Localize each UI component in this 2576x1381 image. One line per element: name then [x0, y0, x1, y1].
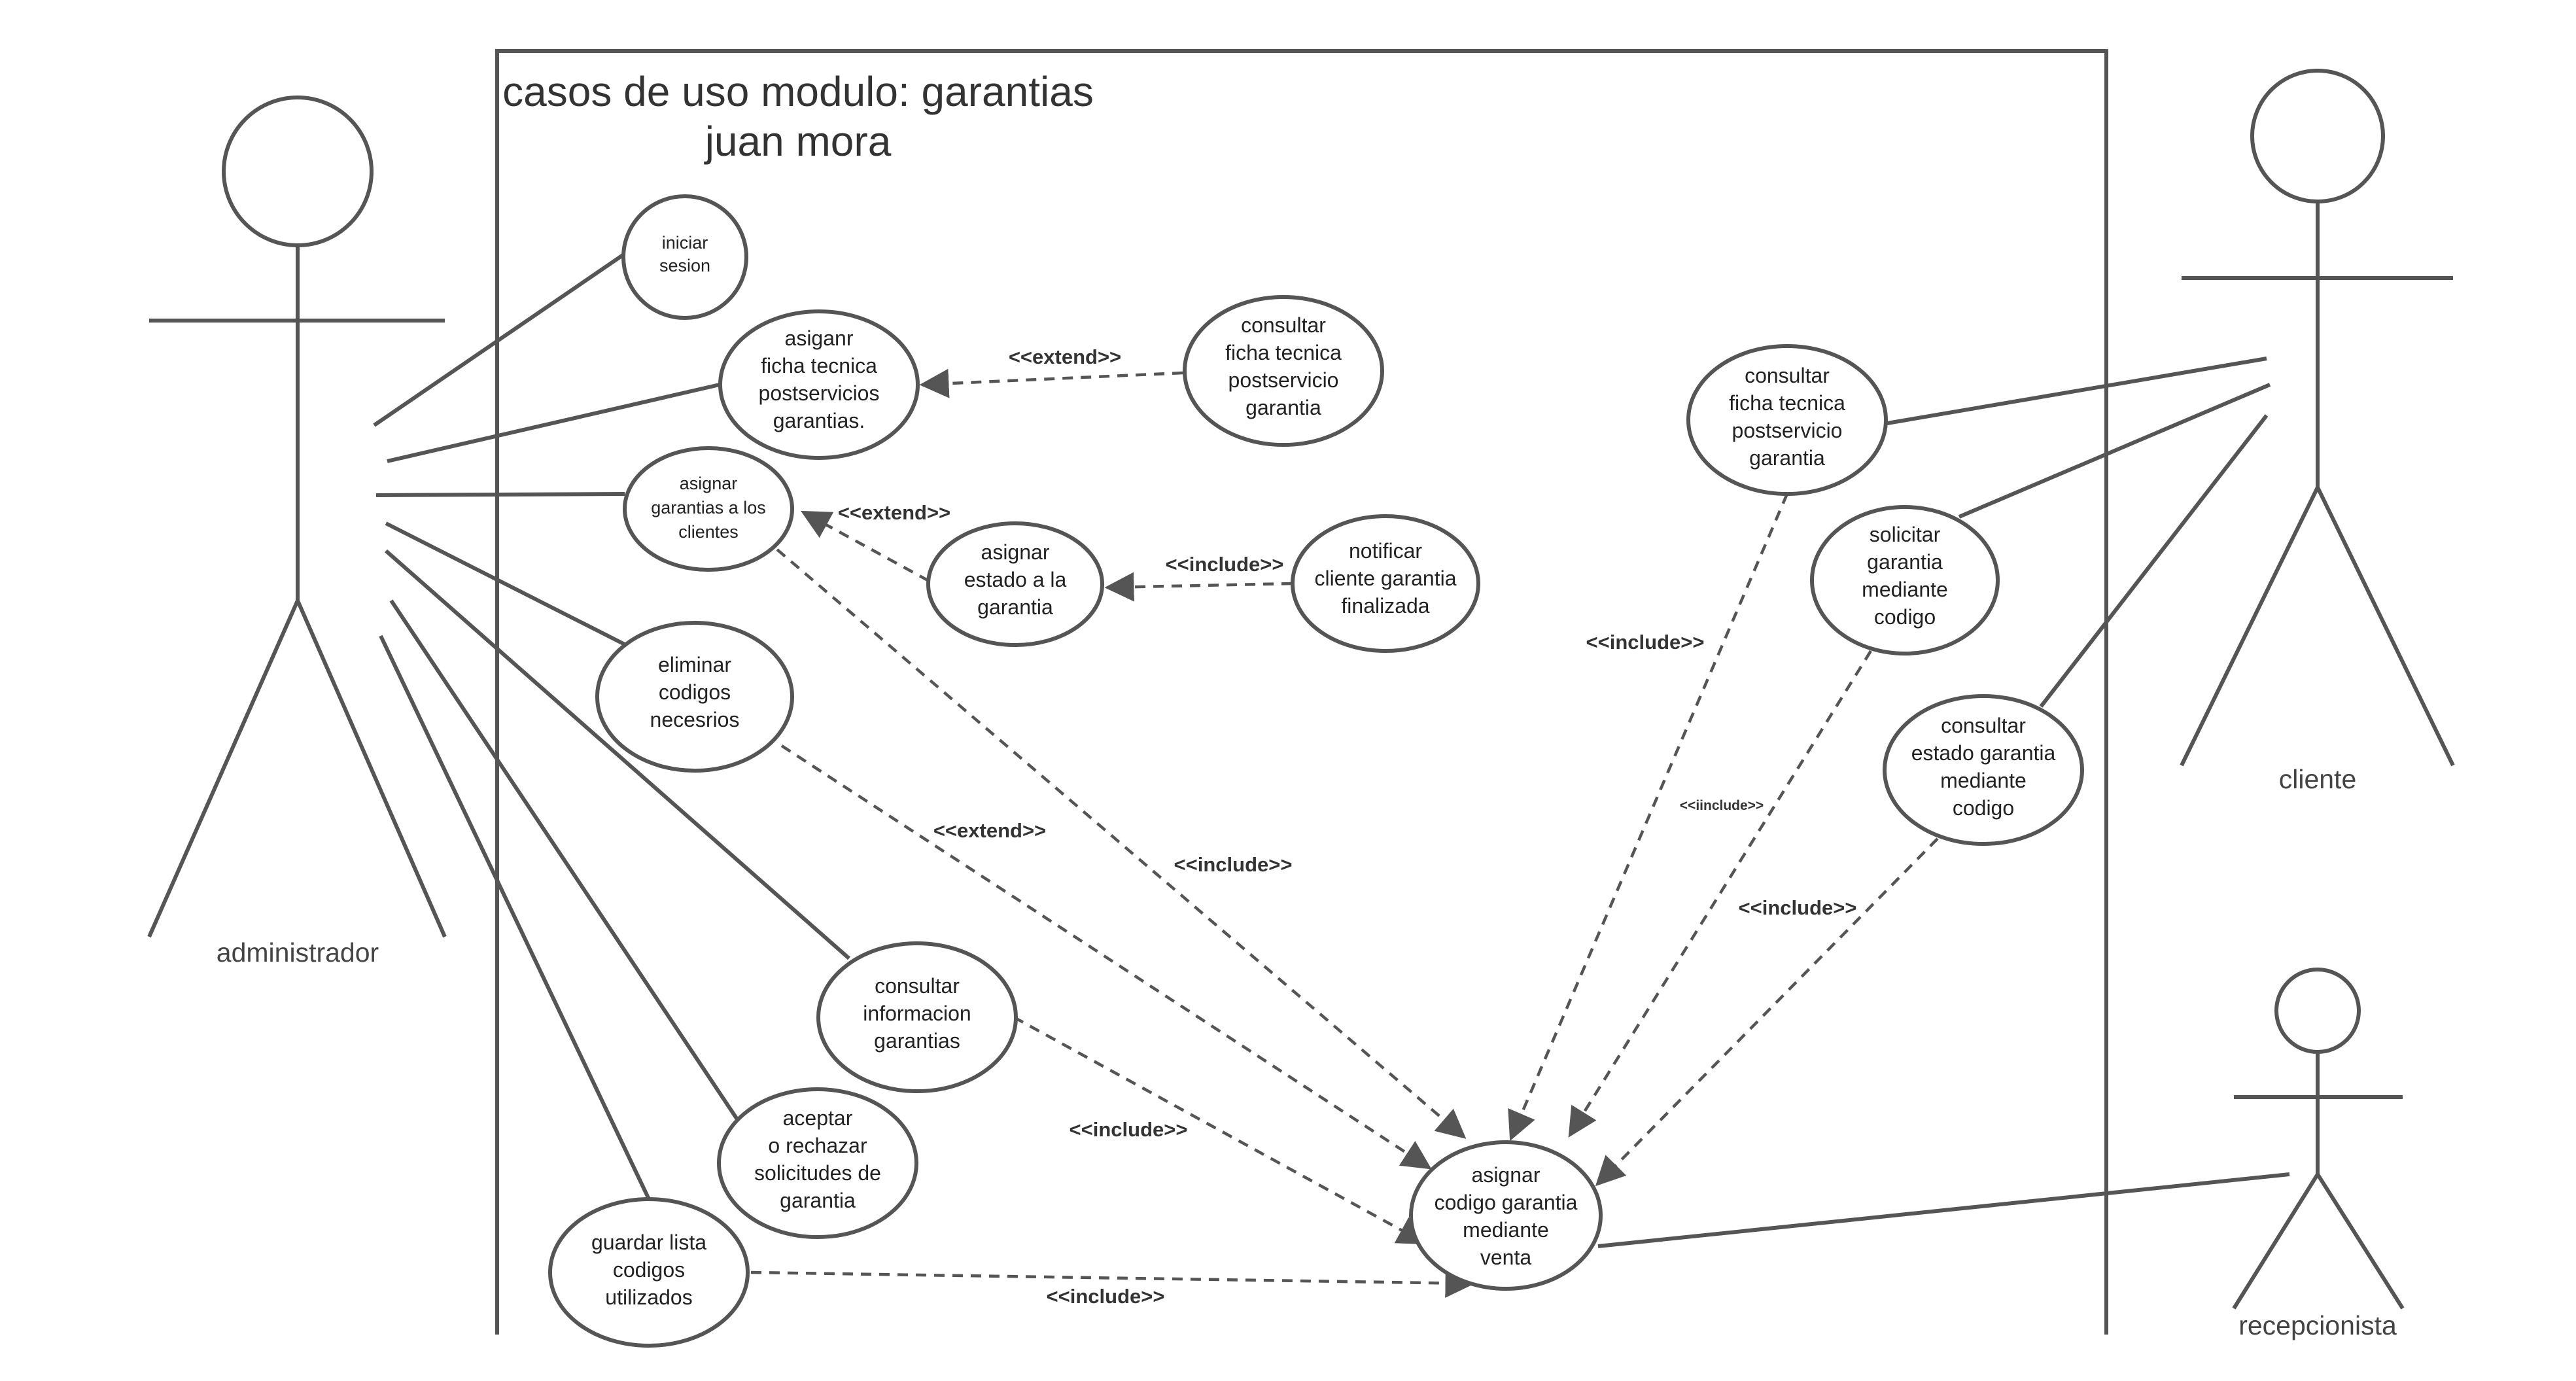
- relation-label-extend-eliminar: <<extend>>: [933, 819, 1046, 842]
- relation-label-include-guardar: <<include>>: [1047, 1285, 1165, 1308]
- svg-text:asignar: asignar: [1472, 1163, 1540, 1187]
- relation-label-extend-estado: <<extend>>: [838, 501, 950, 524]
- svg-text:codigos: codigos: [659, 680, 731, 704]
- system-boundary: [495, 49, 2108, 1335]
- svg-text:garantia: garantia: [1867, 550, 1943, 574]
- actor-cliente: cliente: [2180, 69, 2455, 794]
- svg-text:eliminar: eliminar: [658, 653, 731, 676]
- svg-text:garantias: garantias: [874, 1029, 960, 1053]
- svg-text:codigos: codigos: [613, 1258, 685, 1282]
- actor-administrador: administrador: [147, 96, 447, 968]
- svg-text:ficha tecnica: ficha tecnica: [1225, 341, 1342, 364]
- svg-text:codigo: codigo: [1874, 605, 1936, 629]
- use-case-consultar-informacion: consultar informacion garantias: [816, 941, 1018, 1093]
- svg-text:consultar: consultar: [875, 974, 960, 998]
- use-case-iniciar-sesion: iniciar sesion: [621, 194, 748, 320]
- svg-text:asignar: asignar: [680, 474, 738, 493]
- svg-text:consultar: consultar: [1241, 313, 1326, 337]
- cliente-associations: [1887, 357, 2271, 708]
- svg-text:venta: venta: [1480, 1246, 1531, 1269]
- svg-text:consultar: consultar: [1941, 714, 2026, 737]
- actor-label-administrador: administrador: [217, 937, 379, 968]
- use-case-eliminar-codigos: eliminar codigos necesrios: [595, 621, 794, 773]
- svg-text:garantia: garantia: [1245, 396, 1321, 419]
- relation-label-include-estado: <<include>>: [1739, 896, 1857, 919]
- svg-text:garantias.: garantias.: [773, 409, 865, 432]
- svg-text:estado garantia: estado garantia: [1911, 741, 2056, 765]
- svg-text:informacion: informacion: [863, 1002, 971, 1025]
- svg-text:postservicio: postservicio: [1228, 368, 1339, 392]
- relation-label-include-asignar-garantias: <<include>>: [1174, 853, 1293, 876]
- diagram-title: casos de uso modulo: garantias: [502, 68, 1094, 115]
- relation-label-include-consultar-info: <<include>>: [1070, 1118, 1188, 1141]
- svg-text:aceptar: aceptar: [783, 1106, 853, 1130]
- svg-text:o rechazar: o rechazar: [768, 1134, 867, 1157]
- relation-label-include-ficha-cliente: <<include>>: [1586, 631, 1705, 654]
- svg-text:ficha tecnica: ficha tecnica: [761, 354, 877, 377]
- svg-text:clientes: clientes: [678, 522, 739, 542]
- svg-text:mediante: mediante: [1940, 769, 2027, 792]
- actor-label-cliente: cliente: [2279, 764, 2357, 794]
- use-case-consultar-estado: consultar estado garantia mediante codig…: [1883, 694, 2084, 846]
- use-case-asignar-codigo-venta: asignar codigo garantia mediante venta: [1409, 1140, 1603, 1291]
- svg-text:notificar: notificar: [1349, 539, 1422, 563]
- svg-text:finalizada: finalizada: [1341, 594, 1429, 618]
- svg-text:solicitar: solicitar: [1870, 523, 1941, 546]
- svg-text:utilizados: utilizados: [605, 1285, 692, 1309]
- use-case-asignar-estado: asignar estado a la garantia: [926, 521, 1104, 647]
- actor-label-recepcionista: recepcionista: [2238, 1310, 2397, 1340]
- svg-text:asignar: asignar: [981, 540, 1050, 564]
- svg-text:guardar lista: guardar lista: [591, 1231, 706, 1254]
- svg-text:asiganr: asiganr: [785, 326, 854, 350]
- use-case-asignar-ficha-tecnica: asiganr ficha tecnica postservicios gara…: [718, 309, 920, 460]
- recepcionista-association: [1597, 1172, 2290, 1248]
- use-case-aceptar-rechazar: aceptar o rechazar solicitudes de garant…: [717, 1087, 918, 1239]
- svg-text:postservicio: postservicio: [1732, 419, 1843, 442]
- svg-text:garantias a los: garantias a los: [651, 498, 766, 517]
- svg-text:postservicios: postservicios: [759, 381, 880, 405]
- svg-text:consultar: consultar: [1745, 364, 1830, 387]
- svg-text:mediante: mediante: [1463, 1218, 1549, 1242]
- administrador-associations: [373, 252, 850, 1200]
- svg-text:codigo: codigo: [1953, 796, 2014, 820]
- svg-text:necesrios: necesrios: [650, 708, 740, 731]
- relation-label-include-notificar: <<include>>: [1166, 553, 1284, 576]
- relation-label-include-solicitar: <<iinclude>>: [1680, 798, 1764, 813]
- svg-text:solicitudes de: solicitudes de: [754, 1161, 881, 1185]
- diagram-author: juan mora: [704, 118, 892, 165]
- svg-text:mediante: mediante: [1862, 578, 1948, 601]
- svg-text:estado a la: estado a la: [964, 568, 1067, 591]
- use-case-asignar-garantias-clientes: asignar garantias a los clientes: [623, 446, 794, 572]
- use-case-consultar-ficha-admin: consultar ficha tecnica postservicio gar…: [1183, 295, 1384, 447]
- svg-text:cliente garantia: cliente garantia: [1314, 567, 1456, 590]
- svg-text:garantia: garantia: [1749, 446, 1825, 470]
- svg-text:iniciar: iniciar: [662, 233, 708, 253]
- svg-text:sesion: sesion: [659, 256, 710, 275]
- use-case-guardar-lista: guardar lista codigos utilizados: [548, 1197, 750, 1348]
- svg-text:garantia: garantia: [977, 595, 1053, 619]
- svg-text:ficha tecnica: ficha tecnica: [1729, 391, 1845, 415]
- relation-label-extend-ficha: <<extend>>: [1009, 345, 1121, 368]
- svg-text:codigo garantia: codigo garantia: [1435, 1191, 1578, 1214]
- dependency-lines: [750, 368, 1939, 1298]
- actor-recepcionista: recepcionista: [2232, 968, 2405, 1340]
- use-case-consultar-ficha-cliente: consultar ficha tecnica postservicio gar…: [1686, 344, 1888, 496]
- use-case-notificar-cliente: notificar cliente garantia finalizada: [1291, 514, 1480, 653]
- use-case-solicitar-garantia: solicitar garantia mediante codigo: [1810, 505, 2000, 656]
- svg-text:garantia: garantia: [780, 1189, 856, 1212]
